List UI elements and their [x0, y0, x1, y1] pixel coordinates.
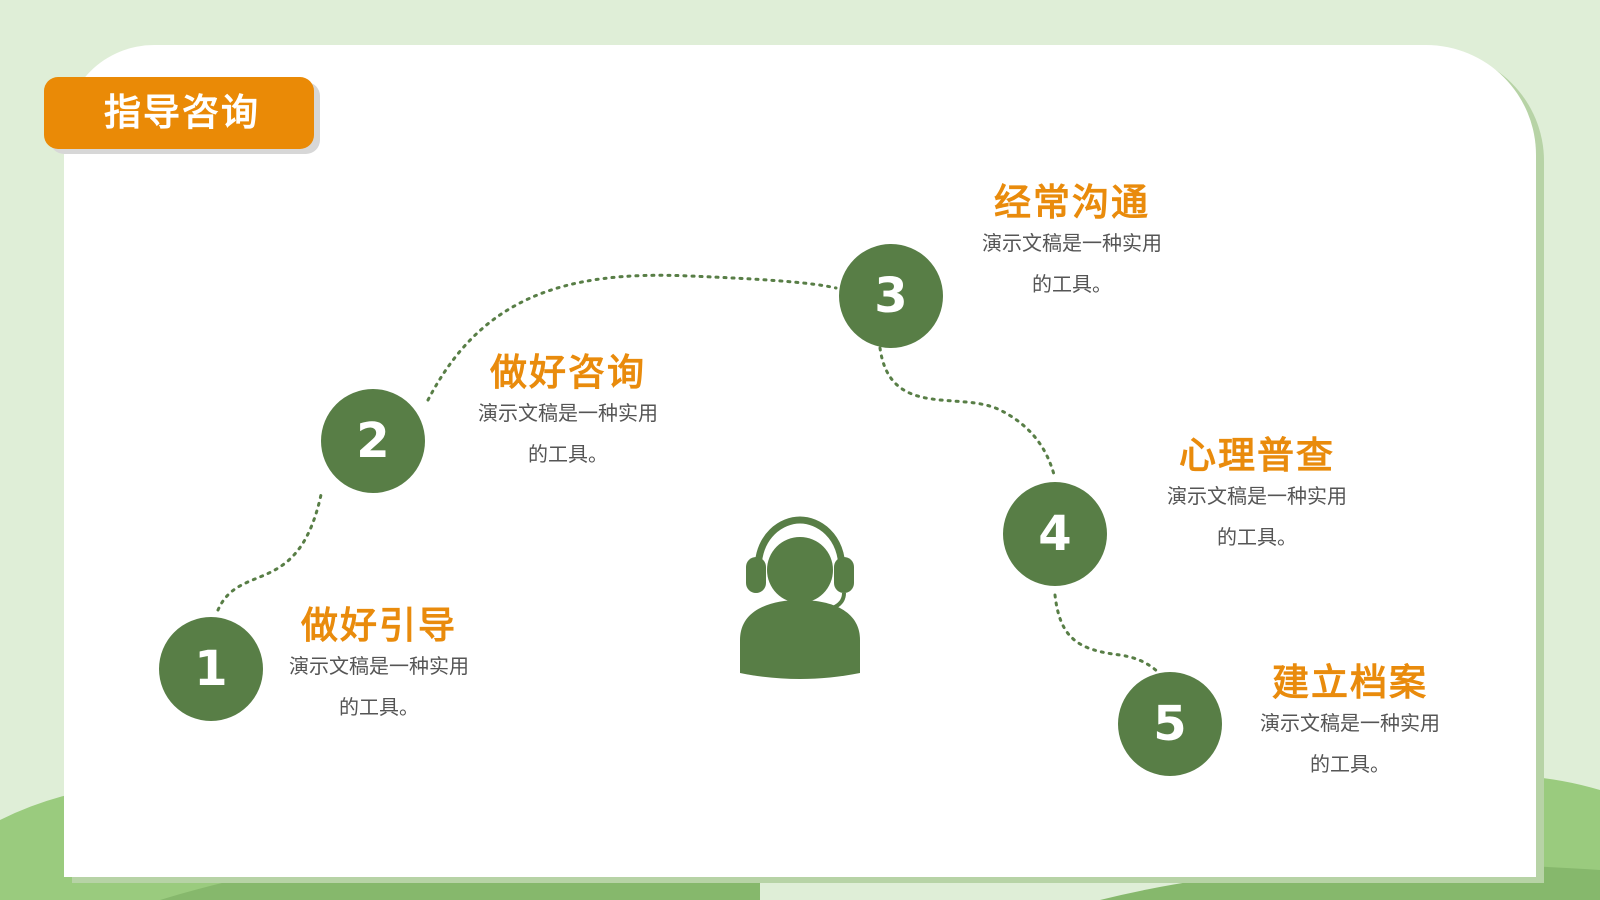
content-card	[64, 45, 1536, 877]
page-title: 指导咨询	[44, 77, 314, 149]
step-4-circle: 4	[1003, 482, 1107, 586]
step-1-desc-line1: 演示文稿是一种实用	[289, 654, 469, 678]
step-3-circle: 3	[839, 244, 943, 348]
step-1-circle: 1	[159, 617, 263, 721]
step-3-desc-line1: 演示文稿是一种实用	[982, 231, 1162, 255]
step-1-desc-line2: 的工具。	[339, 695, 419, 719]
step-4-desc-line2: 的工具。	[1217, 525, 1297, 549]
step-5-circle: 5	[1118, 672, 1222, 776]
step-2-circle: 2	[321, 389, 425, 493]
step-5-desc-line2: 的工具。	[1310, 752, 1390, 776]
step-5-desc-line1: 演示文稿是一种实用	[1260, 711, 1440, 735]
step-4-desc-line1: 演示文稿是一种实用	[1167, 484, 1347, 508]
step-5-title: 建立档案	[1272, 661, 1428, 704]
step-3-title: 经常沟通	[994, 181, 1150, 224]
step-1-title: 做好引导	[301, 604, 457, 647]
headset-agent-icon	[740, 516, 860, 679]
step-2-desc-line1: 演示文稿是一种实用	[478, 401, 658, 425]
step-3-desc-line2: 的工具。	[1032, 272, 1112, 296]
step-2-title: 做好咨询	[490, 351, 646, 394]
step-2-desc-line2: 的工具。	[528, 442, 608, 466]
step-4-title: 心理普查	[1179, 434, 1335, 477]
